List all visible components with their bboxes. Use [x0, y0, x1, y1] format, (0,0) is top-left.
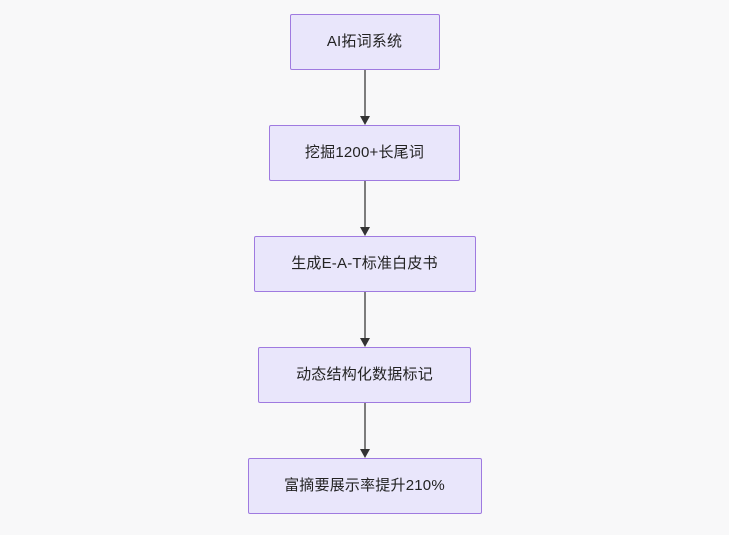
- flow-node-rich-snippet-result[interactable]: 富摘要展示率提升210%: [247, 458, 482, 514]
- edge-line: [363, 70, 366, 117]
- flow-node-label: AI拓词系统: [326, 33, 403, 50]
- flow-edge-n3-n4: [358, 292, 372, 347]
- down-arrow-icon: [359, 449, 370, 458]
- flow-node-ai-keyword-system[interactable]: AI拓词系统: [289, 14, 440, 70]
- flow-edge-n4-n5: [358, 403, 372, 458]
- flow-node-label: 生成E-A-T标准白皮书: [291, 255, 438, 272]
- down-arrow-icon: [359, 227, 370, 236]
- down-arrow-icon: [359, 116, 370, 125]
- flow-edge-n2-n3: [358, 181, 372, 236]
- edge-line: [363, 181, 366, 228]
- flow-node-label: 挖掘1200+长尾词: [304, 144, 425, 161]
- flow-node-longtail-keywords[interactable]: 挖掘1200+长尾词: [269, 125, 460, 181]
- down-arrow-icon: [359, 338, 370, 347]
- edge-line: [363, 292, 366, 339]
- edge-line: [363, 403, 366, 450]
- flow-node-label: 富摘要展示率提升210%: [284, 477, 445, 494]
- flow-node-eat-whitepaper[interactable]: 生成E-A-T标准白皮书: [253, 236, 476, 292]
- flow-node-label: 动态结构化数据标记: [296, 366, 433, 383]
- flow-edge-n1-n2: [358, 70, 372, 125]
- flow-node-structured-data-markup[interactable]: 动态结构化数据标记: [258, 347, 471, 403]
